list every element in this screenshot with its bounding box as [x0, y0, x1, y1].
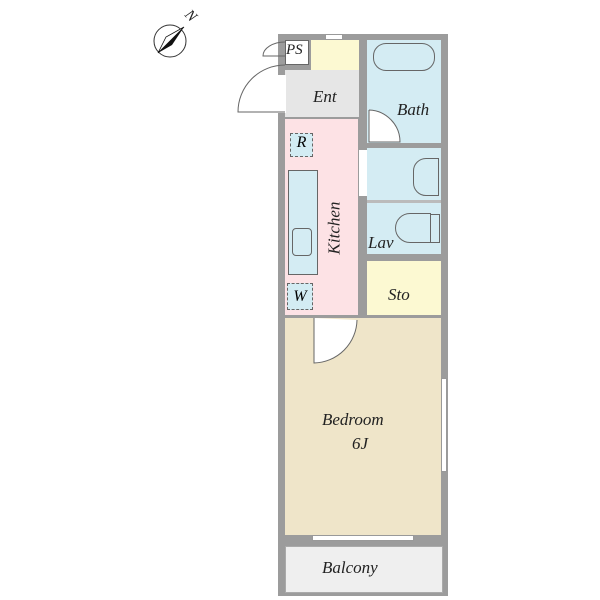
entrance-door[interactable] [230, 60, 290, 120]
entrance-label: Ent [313, 87, 337, 106]
toilet-icon [395, 213, 431, 243]
lavatory-label: Lav [368, 233, 394, 252]
balcony-label: Balcony [322, 558, 378, 577]
bedroom-window [441, 378, 447, 472]
storage-label: Sto [388, 285, 410, 304]
pipe-space-label: PS [286, 42, 303, 58]
entrance [285, 70, 359, 117]
pipe-space-door [262, 41, 286, 57]
entrance-door-opening [278, 75, 286, 113]
partition [367, 200, 441, 203]
bath-label: Bath [397, 100, 430, 119]
bath-door[interactable] [367, 108, 403, 144]
lavatory-opening [359, 150, 367, 196]
pipe-space [285, 40, 309, 65]
refrigerator-space: R [290, 133, 313, 157]
kitchen-label: Kitchen [324, 201, 344, 255]
bedroom-door[interactable] [312, 318, 360, 366]
kitchen-sink-icon [292, 228, 312, 256]
bedroom-label: Bedroom [322, 410, 384, 429]
window [325, 34, 343, 40]
bedroom [285, 318, 441, 535]
bathtub-icon [373, 43, 435, 71]
toilet-tank-icon [430, 214, 440, 243]
balcony [285, 546, 443, 593]
north-arrow-icon [153, 24, 187, 58]
kitchen-counter [288, 170, 318, 275]
shoe-closet [311, 40, 359, 70]
balcony-sliding-door[interactable] [312, 535, 414, 541]
washbasin-icon [413, 158, 439, 196]
storage [367, 261, 441, 315]
washer-space: W [287, 283, 313, 310]
bedroom-size: 6J [352, 434, 369, 453]
